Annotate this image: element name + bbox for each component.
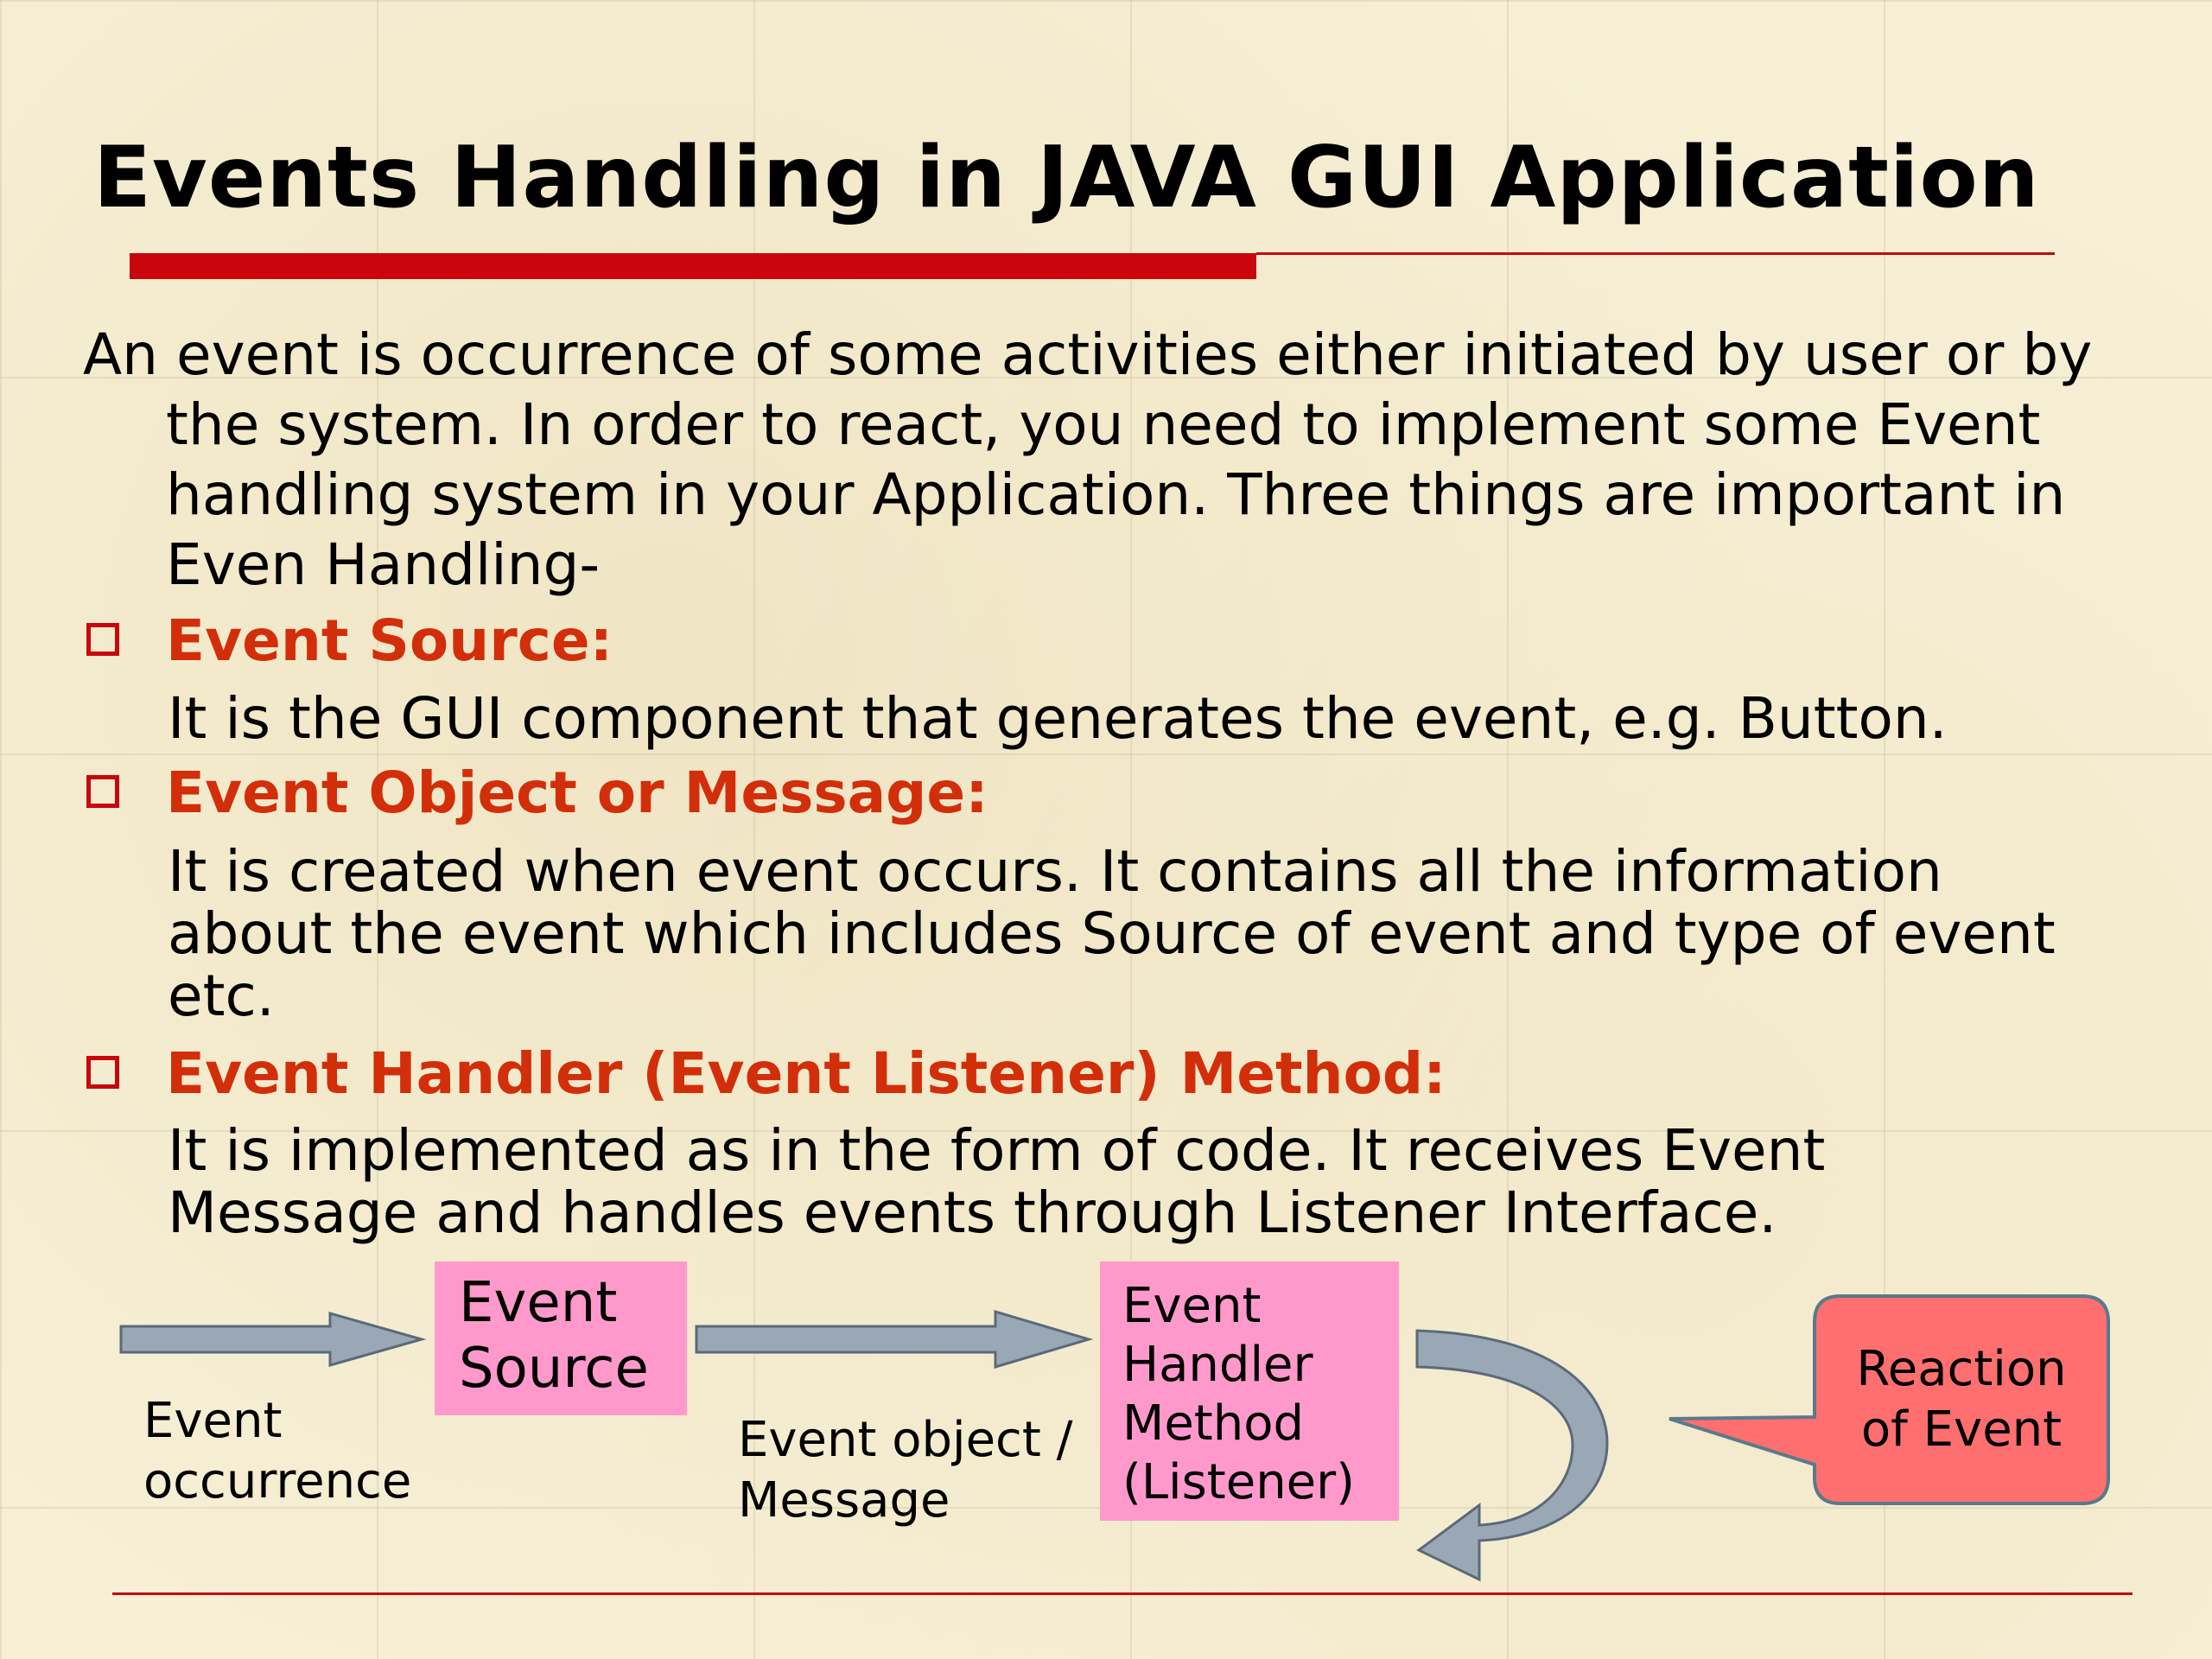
callout-line: Reaction	[1856, 1341, 2067, 1397]
box-line: Handler	[1122, 1337, 1313, 1393]
description-line: Message and handles events through Liste…	[168, 1179, 1777, 1246]
label-line: occurrence	[143, 1453, 412, 1510]
footer-divider	[112, 1592, 2133, 1595]
reaction-of-event-callout: Reaction of Event	[1815, 1339, 2108, 1460]
box-line: Event	[1122, 1278, 1262, 1334]
square-bullet-icon	[86, 622, 119, 656]
callout-line: of Event	[1860, 1402, 2063, 1458]
bullet-heading: Event Handler (Event Listener) Method:	[166, 1040, 1446, 1107]
bullet-heading: Event Source:	[166, 607, 613, 674]
description-line: about the event which includes Source of…	[168, 900, 2056, 967]
description-line: It is created when event occurs. It cont…	[168, 838, 1942, 905]
bullet-event-source: Event Source:	[86, 607, 613, 676]
label-line: Event object /	[738, 1412, 1073, 1468]
intro-paragraph: An event is occurrence of some activitie…	[83, 320, 2092, 600]
bullet-heading: Event Object or Message:	[166, 760, 988, 826]
bullet-event-object: Event Object or Message:	[86, 759, 988, 828]
square-bullet-icon	[86, 1055, 119, 1089]
bullet-description: It is created when event occurs. It cont…	[168, 841, 2056, 1027]
event-occurrence-label: Event occurrence	[143, 1391, 411, 1512]
arrow-right-icon	[695, 1309, 1094, 1370]
intro-line: Even Handling-	[166, 531, 601, 598]
box-line: Source	[459, 1337, 649, 1401]
curved-arrow-icon	[1415, 1329, 1609, 1582]
intro-line: handling system in your Application. Thr…	[166, 461, 2066, 528]
arrow-right-icon	[119, 1312, 427, 1367]
label-line: Event	[143, 1393, 283, 1449]
intro-line: the system. In order to react, you need …	[166, 391, 2041, 458]
description-line: It is the GUI component that generates t…	[168, 685, 1948, 752]
intro-line: An event is occurrence of some activitie…	[83, 321, 2093, 388]
description-line: It is implemented as in the form of code…	[168, 1117, 1826, 1184]
title-underline-thin	[1256, 252, 2055, 255]
event-handler-box: Event Handler Method (Listener)	[1100, 1262, 1399, 1521]
event-source-box: Event Source	[435, 1262, 687, 1415]
bullet-event-handler: Event Handler (Event Listener) Method:	[86, 1039, 1446, 1109]
reaction-callout-shape	[1669, 1294, 2110, 1505]
box-line: Method	[1122, 1395, 1305, 1452]
box-line: (Listener)	[1122, 1454, 1356, 1510]
slide-title: Events Handling in JAVA GUI Application	[93, 129, 2040, 227]
box-line: Event	[459, 1271, 618, 1335]
event-message-label: Event object / Message	[738, 1410, 1072, 1531]
label-line: Message	[738, 1472, 950, 1529]
description-line: etc.	[168, 963, 275, 1029]
bullet-description: It is implemented as in the form of code…	[168, 1120, 1825, 1244]
bullet-description: It is the GUI component that generates t…	[168, 688, 1948, 750]
square-bullet-icon	[86, 774, 119, 808]
title-underline-thick	[130, 253, 1256, 279]
